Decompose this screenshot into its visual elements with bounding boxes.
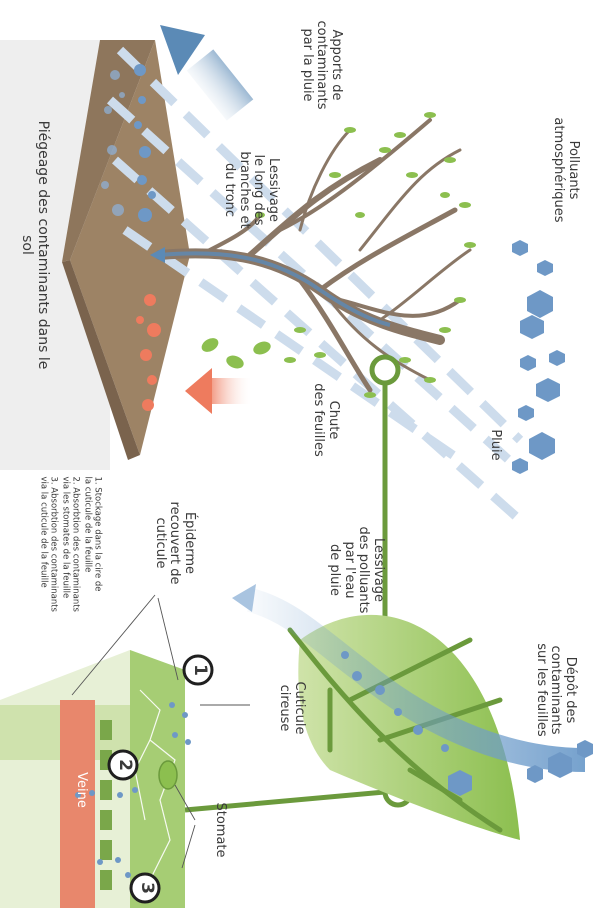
rain-inputs-arrow — [160, 25, 254, 121]
step-1-text: 1. Stockage dans la cire de la cuticule … — [82, 476, 103, 592]
label-rain: Pluie — [488, 429, 503, 461]
tree-leaves — [255, 112, 476, 398]
stomate-shape — [158, 760, 178, 790]
soil-block — [0, 40, 190, 470]
label-leaf-deposition: Dépôt des contaminants sur les feuilles — [533, 643, 578, 737]
step-3-text: 3. Absorbtion des contaminants via la cu… — [38, 476, 59, 612]
badge-2 — [107, 749, 139, 781]
badge-3 — [129, 872, 161, 904]
leaf-cross-section — [0, 594, 250, 908]
label-washoff-rainwater: Lessivage des polluants par l'eau de plu… — [327, 526, 386, 614]
vein-band — [60, 700, 95, 908]
badge-1 — [182, 654, 214, 686]
badge-2-number: 2 — [115, 759, 135, 771]
label-vein: Veine — [74, 772, 89, 808]
leaf-fall-arrow — [185, 368, 253, 414]
atmospheric-pollutant-particles — [512, 240, 565, 474]
soil-edge — [62, 260, 140, 460]
falling-leaves — [201, 338, 271, 369]
label-washoff-branches: Lessivage le long des branches et du tro… — [222, 151, 281, 229]
soil-contaminants — [136, 294, 161, 411]
tree — [150, 112, 476, 398]
rain-particles — [134, 64, 156, 222]
label-stomate: Stomate — [213, 802, 228, 858]
badge-3-number: 3 — [137, 882, 157, 894]
label-leaf-fall: Chute des feuilles — [311, 383, 341, 457]
label-soil-trapping: Piégeage des contaminants dans le sol — [19, 120, 51, 370]
label-epidermis: Épiderme recouvert de cuticule — [152, 501, 197, 585]
label-waxy-cuticle: Cuticule cireuse — [277, 681, 307, 735]
soil-particles — [101, 70, 125, 216]
badge-1-number: 1 — [190, 664, 210, 676]
step-2-text: 2. Absorbtion des contaminants via les s… — [60, 476, 81, 612]
label-atmospheric-pollutants: Polluants atmosphériques — [551, 117, 581, 223]
label-rain-inputs: Apports de contaminants par la pluie — [299, 20, 344, 110]
leaf-washoff-arrow — [232, 584, 593, 796]
step-badges — [107, 654, 214, 904]
